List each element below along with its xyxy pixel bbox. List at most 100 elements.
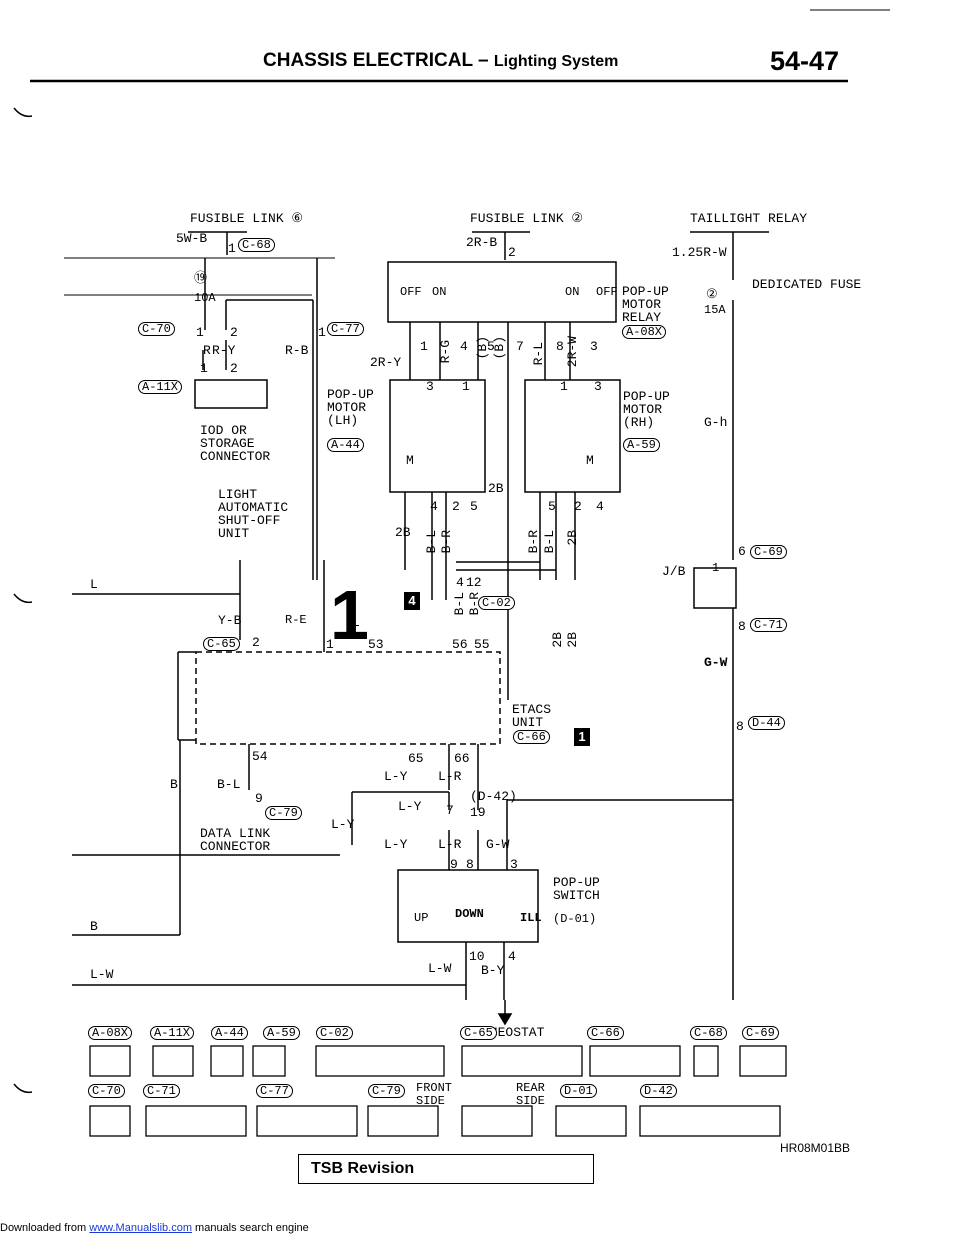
legend-a08x: A-08X: [88, 1026, 133, 1040]
pin-3-lh: 3: [426, 379, 434, 394]
fusible-link-2-label: FUSIBLE LINK ②: [470, 211, 584, 226]
legend-c71: C-71: [143, 1084, 180, 1098]
section-title: CHASSIS ELECTRICAL – Lighting System: [263, 50, 618, 72]
section-name: CHASSIS ELECTRICAL: [263, 50, 473, 71]
dedicated-fuse-label: DEDICATED FUSE: [752, 277, 862, 292]
wire-r: R: [203, 343, 211, 358]
connector-a08x: A-08X: [622, 325, 667, 339]
wire-125rw: 1.25R-W: [672, 245, 727, 260]
legend-d01: D-01: [560, 1084, 597, 1098]
pin-66-etacs: 66: [454, 751, 470, 766]
relay-off-right: OFF: [596, 285, 618, 299]
wire-2rw: 2R-W: [565, 336, 580, 368]
footer: Downloaded from www.Manualslib.com manua…: [0, 1222, 309, 1234]
figure-id: HR08M01BB: [780, 1141, 851, 1155]
wire-bl-etacs: B-L: [217, 777, 241, 792]
wire-lw: L-W: [90, 967, 114, 982]
wire-gh: G-h: [704, 415, 728, 430]
pin-8-d44: 8: [736, 719, 744, 734]
wire-lr: L-R: [438, 769, 462, 784]
pin-8-switch: 8: [466, 857, 474, 872]
marker-box-1: 1: [574, 728, 590, 746]
pin-2-c70: 2: [230, 325, 238, 340]
pin-19-d42: 19: [470, 805, 486, 820]
pin-5-relay: 5: [487, 339, 495, 354]
wire-bl-right: B-L: [542, 530, 557, 554]
legend-c70: C-70: [88, 1084, 125, 1098]
popup-motor-rh-label: POP-UP MOTOR (RH): [623, 389, 670, 430]
wire-rg: R-G: [438, 340, 453, 364]
relay-on-left: ON: [432, 285, 447, 299]
wire-2rb: 2R-B: [466, 235, 498, 250]
wire-lr-lower: L-R: [438, 837, 462, 852]
pin-1-rh: 1: [560, 379, 568, 394]
popup-switch-label: POP-UP SWITCH: [553, 875, 600, 903]
big-number-1: 1: [330, 576, 369, 654]
legend-d42: D-42: [640, 1084, 677, 1098]
etacs-unit-label: ETACS UNIT: [512, 702, 552, 730]
switch-up-label: UP: [414, 911, 429, 925]
pin-4-motor-rh: 4: [596, 499, 604, 514]
connector-c66: C-66: [513, 730, 550, 744]
pin-8-relay: 8: [556, 339, 564, 354]
legend-c69: C-69: [742, 1026, 779, 1040]
pin-5-motor-rh: 5: [548, 499, 556, 514]
wire-gw: G-W: [704, 655, 728, 670]
wire-ly: L-Y: [384, 769, 408, 784]
pin-54-etacs: 54: [252, 749, 268, 764]
wire-bl-lower: B-L: [452, 592, 467, 616]
wire-ly-mid: L-Y: [398, 799, 422, 814]
footer-link[interactable]: www.Manualslib.com: [89, 1222, 192, 1234]
connector-c79: C-79: [265, 806, 302, 820]
pin-1-etacs: 1: [326, 637, 334, 652]
connector-d44: D-44: [748, 716, 785, 730]
wire-re: R-E: [285, 613, 307, 627]
pin-55-etacs: 55: [474, 637, 490, 652]
legend-front-side: FRONT SIDE: [416, 1081, 453, 1108]
jb-label: J/B: [662, 564, 686, 579]
motor-lh-symbol: M: [406, 453, 414, 468]
switch-down-label: DOWN: [455, 907, 484, 921]
connector-a44: A-44: [327, 438, 364, 452]
wire-ly-lower: L-Y: [384, 837, 408, 852]
taillight-relay-label: TAILLIGHT RELAY: [690, 211, 808, 226]
connector-a59: A-59: [623, 438, 660, 452]
footer-suffix: manuals search engine: [195, 1222, 309, 1234]
pin-2-c65: 2: [252, 635, 260, 650]
pin-7-relay: 7: [516, 339, 524, 354]
light-auto-shutoff-label: LIGHT AUTOMATIC SHUT-OFF UNIT: [218, 487, 289, 541]
pin-2-fl2: 2: [508, 245, 516, 260]
wire-rb: R-B: [285, 343, 309, 358]
pin-6-c69: 6: [738, 544, 746, 559]
wire-lw-switch: L-W: [428, 961, 452, 976]
pin-1-jb: 1: [712, 561, 720, 575]
pin-8-c71: 8: [738, 619, 746, 634]
pin-1-c77: 1: [318, 325, 326, 340]
wire-rl: R-L: [531, 342, 546, 366]
pin-9-c79: 9: [255, 791, 263, 806]
pin-4-lh: 4: [460, 339, 468, 354]
connector-c71: C-71: [750, 618, 787, 632]
wire-2b-right: 2B: [565, 530, 580, 546]
subsection-name: Lighting System: [493, 53, 619, 70]
pin-4-switch: 4: [508, 949, 516, 964]
wire-by: B-Y: [481, 963, 505, 978]
pin-5-motor-lh: 5: [470, 499, 478, 514]
legend-c02: C-02: [316, 1026, 353, 1040]
connector-a11x: A-11X: [138, 380, 183, 394]
wire-2b-left: 2B: [395, 525, 411, 540]
wire-5wb: 5W-B: [176, 231, 208, 246]
pin-2-motor-lh: 2: [452, 499, 460, 514]
pin-7-d42: 7: [446, 803, 454, 818]
fuse-19-number: ⑲: [194, 271, 208, 286]
wire-yb: Y-B: [218, 613, 242, 628]
pin-1-lh: 1: [420, 339, 428, 354]
legend-c66: C-66: [587, 1026, 624, 1040]
wire-b-left: B: [170, 777, 178, 792]
popup-motor-relay-label: POP-UP MOTOR RELAY: [622, 284, 669, 325]
switch-ill-label: ILL: [520, 911, 542, 925]
wire-bl-left: B-L: [424, 530, 439, 554]
connector-c65: C-65: [203, 637, 240, 651]
pin-9-switch: 9: [450, 857, 458, 872]
wire-br-lower: B-R: [467, 592, 482, 616]
